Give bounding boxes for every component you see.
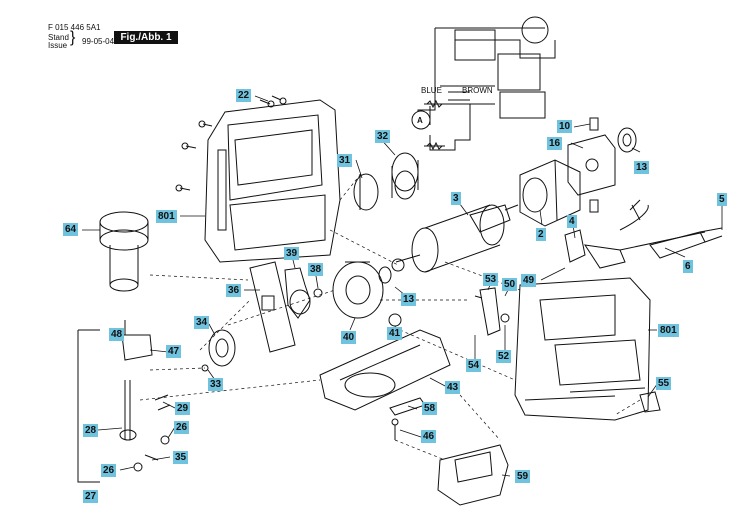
motor-symbol-icon (411, 110, 431, 130)
callout-801-left: 801 (156, 210, 177, 223)
callout-26-upper: 26 (174, 421, 190, 434)
callout-50: 50 (502, 278, 518, 291)
callout-16: 16 (547, 137, 563, 150)
foot-plate (319, 329, 451, 411)
callout-5: 5 (717, 193, 727, 206)
callout-31: 31 (337, 154, 353, 167)
callout-38: 38 (308, 263, 324, 276)
callout-6: 6 (683, 260, 693, 273)
callout-33: 33 (208, 378, 224, 391)
callout-59: 59 (515, 470, 531, 483)
callout-43: 43 (445, 381, 461, 394)
callout-29: 29 (175, 402, 191, 415)
callout-801-right: 801 (658, 324, 679, 337)
callout-10: 10 (557, 120, 573, 133)
callout-46: 46 (421, 430, 437, 443)
callout-49: 49 (521, 274, 537, 287)
callout-28: 28 (83, 424, 99, 437)
stand-label: Stand (48, 33, 69, 42)
callout-4: 4 (567, 215, 577, 228)
callout-13-top: 13 (634, 161, 650, 174)
callout-34: 34 (194, 316, 210, 329)
housing-right (514, 277, 651, 421)
callout-13-mid: 13 (401, 293, 417, 306)
doc-number: F 015 446 5A1 (48, 23, 101, 32)
callout-64: 64 (63, 223, 79, 236)
callout-40: 40 (341, 331, 357, 344)
callout-58: 58 (422, 402, 438, 415)
callout-32: 32 (375, 130, 391, 143)
callout-39: 39 (284, 247, 300, 260)
callout-3: 3 (451, 192, 461, 205)
field-coil (519, 159, 581, 227)
figure-label: Fig./Abb. 1 (114, 31, 178, 44)
callout-54: 54 (466, 359, 482, 372)
housing-left (204, 99, 341, 263)
issue-label: Issue (48, 41, 68, 50)
callout-35: 35 (173, 451, 189, 464)
brace: } (70, 29, 76, 46)
callout-2: 2 (536, 228, 546, 241)
callout-22: 22 (236, 89, 252, 102)
issue-date: 99-05-04 (82, 37, 115, 46)
screws (175, 95, 287, 192)
callout-41: 41 (387, 327, 403, 340)
brown-wire-label: BROWN (462, 86, 493, 95)
blue-wire-label: BLUE (421, 86, 442, 95)
callout-48: 48 (109, 328, 125, 341)
motor-symbol-label: A (417, 116, 423, 125)
callout-36: 36 (226, 284, 242, 297)
callout-52: 52 (496, 350, 512, 363)
callout-27: 27 (83, 490, 99, 503)
callout-53: 53 (483, 273, 499, 286)
armature (391, 204, 519, 273)
wiring-schematic (417, 16, 556, 151)
callout-55: 55 (656, 377, 672, 390)
callout-47: 47 (166, 345, 182, 358)
callout-26-lower: 26 (101, 464, 117, 477)
